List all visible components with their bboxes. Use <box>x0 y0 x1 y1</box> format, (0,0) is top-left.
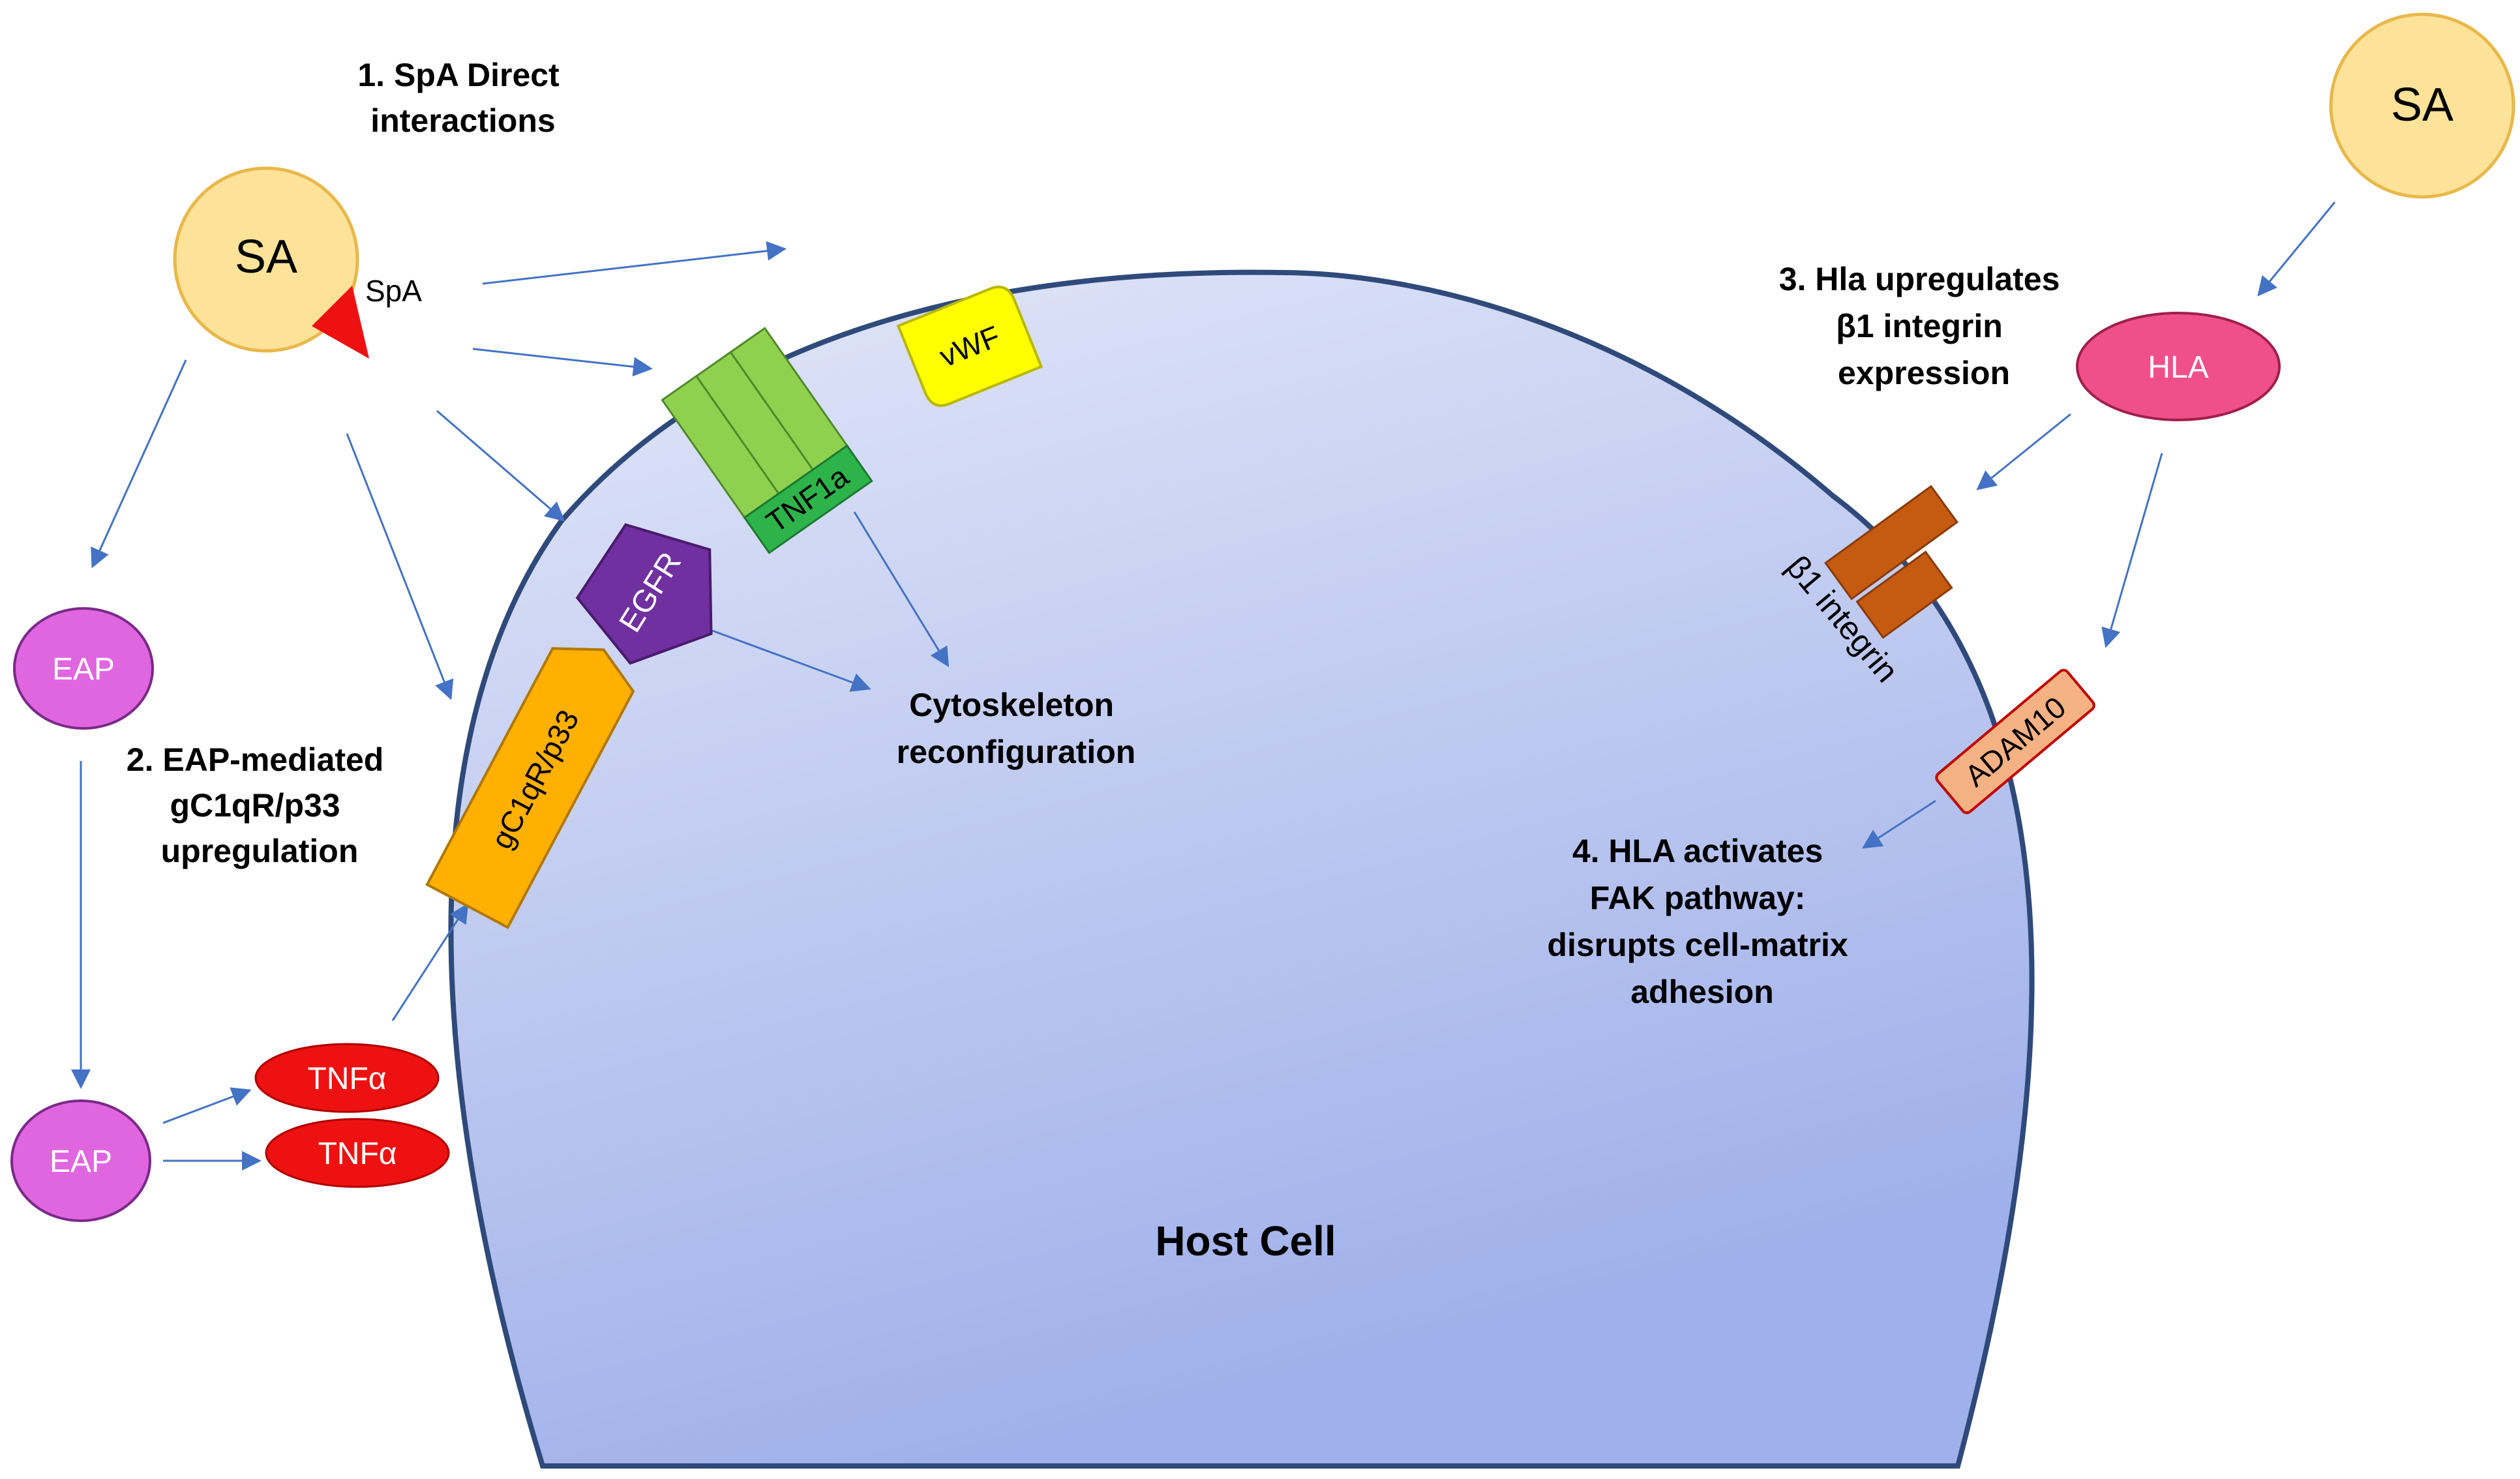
annotation-hla-activates-line-4: adhesion <box>1630 974 1773 1010</box>
eap-bottom-label: EAP <box>50 1144 112 1179</box>
arrow-spa-outward <box>482 241 787 285</box>
vwf-receptor: vWF <box>896 286 1043 407</box>
annotation-cytoskeleton-line-1: Cytoskeleton <box>909 687 1114 723</box>
eap-bottom-node <box>10 1099 151 1222</box>
annotation-eap-mediated: 2. EAP-mediated gC1qR/p33 upregulation <box>127 741 393 869</box>
annotation-eap-mediated-line-3: upregulation <box>161 833 359 869</box>
arrow-spa-to-egfr <box>436 410 565 522</box>
tnf1a-receptor: TNF1a <box>661 327 873 554</box>
tnfa-1-label: TNFα <box>307 1062 386 1096</box>
annotation-hla-upregulates-line-1: 3. Hla upregulates <box>1779 261 2060 297</box>
arrow-egfr-to-cytoskeleton <box>712 629 871 692</box>
sa-left-label: SA <box>235 231 297 283</box>
eap-top-node <box>13 607 154 730</box>
tnfa-2-label: TNFα <box>318 1137 397 1171</box>
hla-label: HLA <box>2148 350 2208 385</box>
tnfa-2-node <box>265 1118 450 1188</box>
arrow-tnf1a-to-cytoskeleton <box>853 511 950 668</box>
tnfa-1-node <box>254 1043 440 1113</box>
arrow-spa-to-tnf1a <box>472 348 653 377</box>
annotation-eap-mediated-line-2: gC1qR/p33 <box>170 787 340 824</box>
host-cell <box>448 269 2035 1469</box>
arrow-hla-to-adam10 <box>2101 453 2163 648</box>
arrow-sa-to-eap <box>91 359 187 569</box>
annotation-spa-direct-line-2: interactions <box>370 102 555 139</box>
hla-node <box>2076 312 2281 421</box>
spa-label: SpA <box>365 274 422 308</box>
annotation-cytoskeleton: Cytoskeleton reconfiguration <box>897 687 1136 770</box>
spa-triangle <box>312 286 369 359</box>
sa-right-node <box>2329 12 2515 199</box>
arrow-sa-to-hla <box>2257 202 2336 297</box>
annotation-spa-direct: 1. SpA Direct interactions <box>357 57 568 139</box>
egfr-receptor: EGFR <box>575 523 713 665</box>
arrow-spa-to-gc1qr <box>346 433 454 700</box>
arrow-eap-to-tnfa-1 <box>162 1087 252 1124</box>
b1-integrin-bar-2 <box>1855 550 1953 639</box>
annotation-hla-upregulates: 3. Hla upregulates β1 integrin expressio… <box>1779 261 2069 391</box>
annotation-hla-upregulates-line-2: β1 integrin <box>1836 308 2003 344</box>
annotation-hla-activates: 4. HLA activates FAK pathway: disrupts c… <box>1547 833 1857 1010</box>
annotation-hla-activates-line-1: 4. HLA activates <box>1572 833 1823 869</box>
sa-left-node <box>173 166 359 353</box>
arrow-adam10-to-fak <box>1861 799 1936 849</box>
eap-top-label: EAP <box>52 652 115 687</box>
b1-integrin-bar-1 <box>1824 485 1958 601</box>
sa-right-label: SA <box>2391 79 2453 131</box>
annotation-eap-mediated-line-1: 2. EAP-mediated <box>127 741 384 778</box>
annotation-hla-activates-line-3: disrupts cell-matrix <box>1547 927 1848 963</box>
annotation-cytoskeleton-line-2: reconfiguration <box>897 734 1136 770</box>
arrow-tnfa-to-gc1qr <box>391 903 469 1021</box>
annotation-hla-activates-line-2: FAK pathway: <box>1590 880 1806 916</box>
annotation-spa-direct-line-1: 1. SpA Direct <box>357 57 560 93</box>
annotation-hla-upregulates-line-3: expression <box>1838 355 2010 391</box>
host-cell-label: Host Cell <box>1155 1218 1336 1264</box>
arrow-hla-to-integrin <box>1976 413 2071 490</box>
arrows <box>71 202 2336 1171</box>
